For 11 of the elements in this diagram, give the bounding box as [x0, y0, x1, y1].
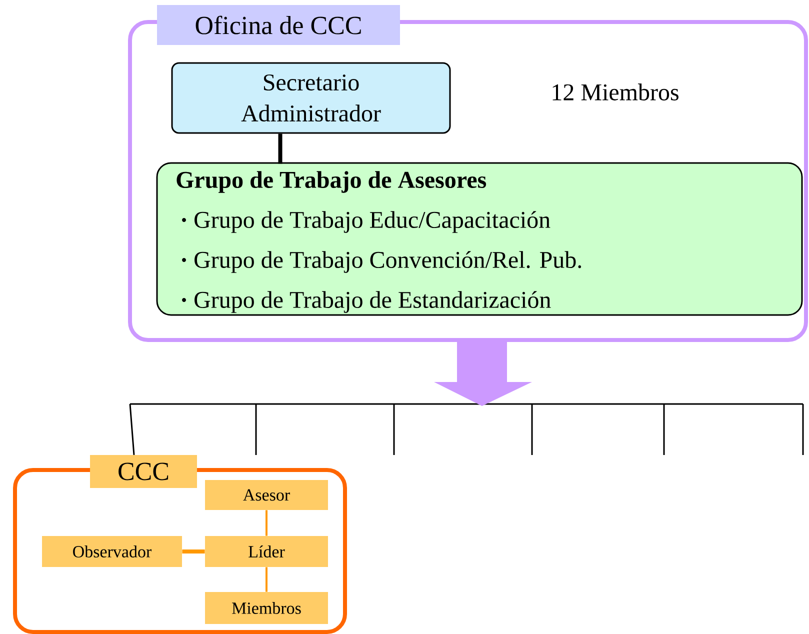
block-arrow [434, 342, 532, 406]
role-box: Observador [42, 536, 182, 567]
connector-line [266, 510, 268, 536]
connector-line [182, 550, 205, 554]
connector-line [266, 567, 268, 592]
connector-line [278, 134, 282, 164]
role-box: Miembros [205, 592, 328, 624]
advisor-group-box: Grupo de Trabajo de Asesores Grupo de Trabajo Educ/Capacitación Grupo de Trabajo Convención/Rel. Pub. Grupo de Trabajo de Estandarización [156, 162, 803, 316]
secretary-box: Secretario Administrador [171, 62, 451, 134]
role-box: Líder [205, 536, 328, 567]
role-box: Asesor [205, 480, 328, 510]
